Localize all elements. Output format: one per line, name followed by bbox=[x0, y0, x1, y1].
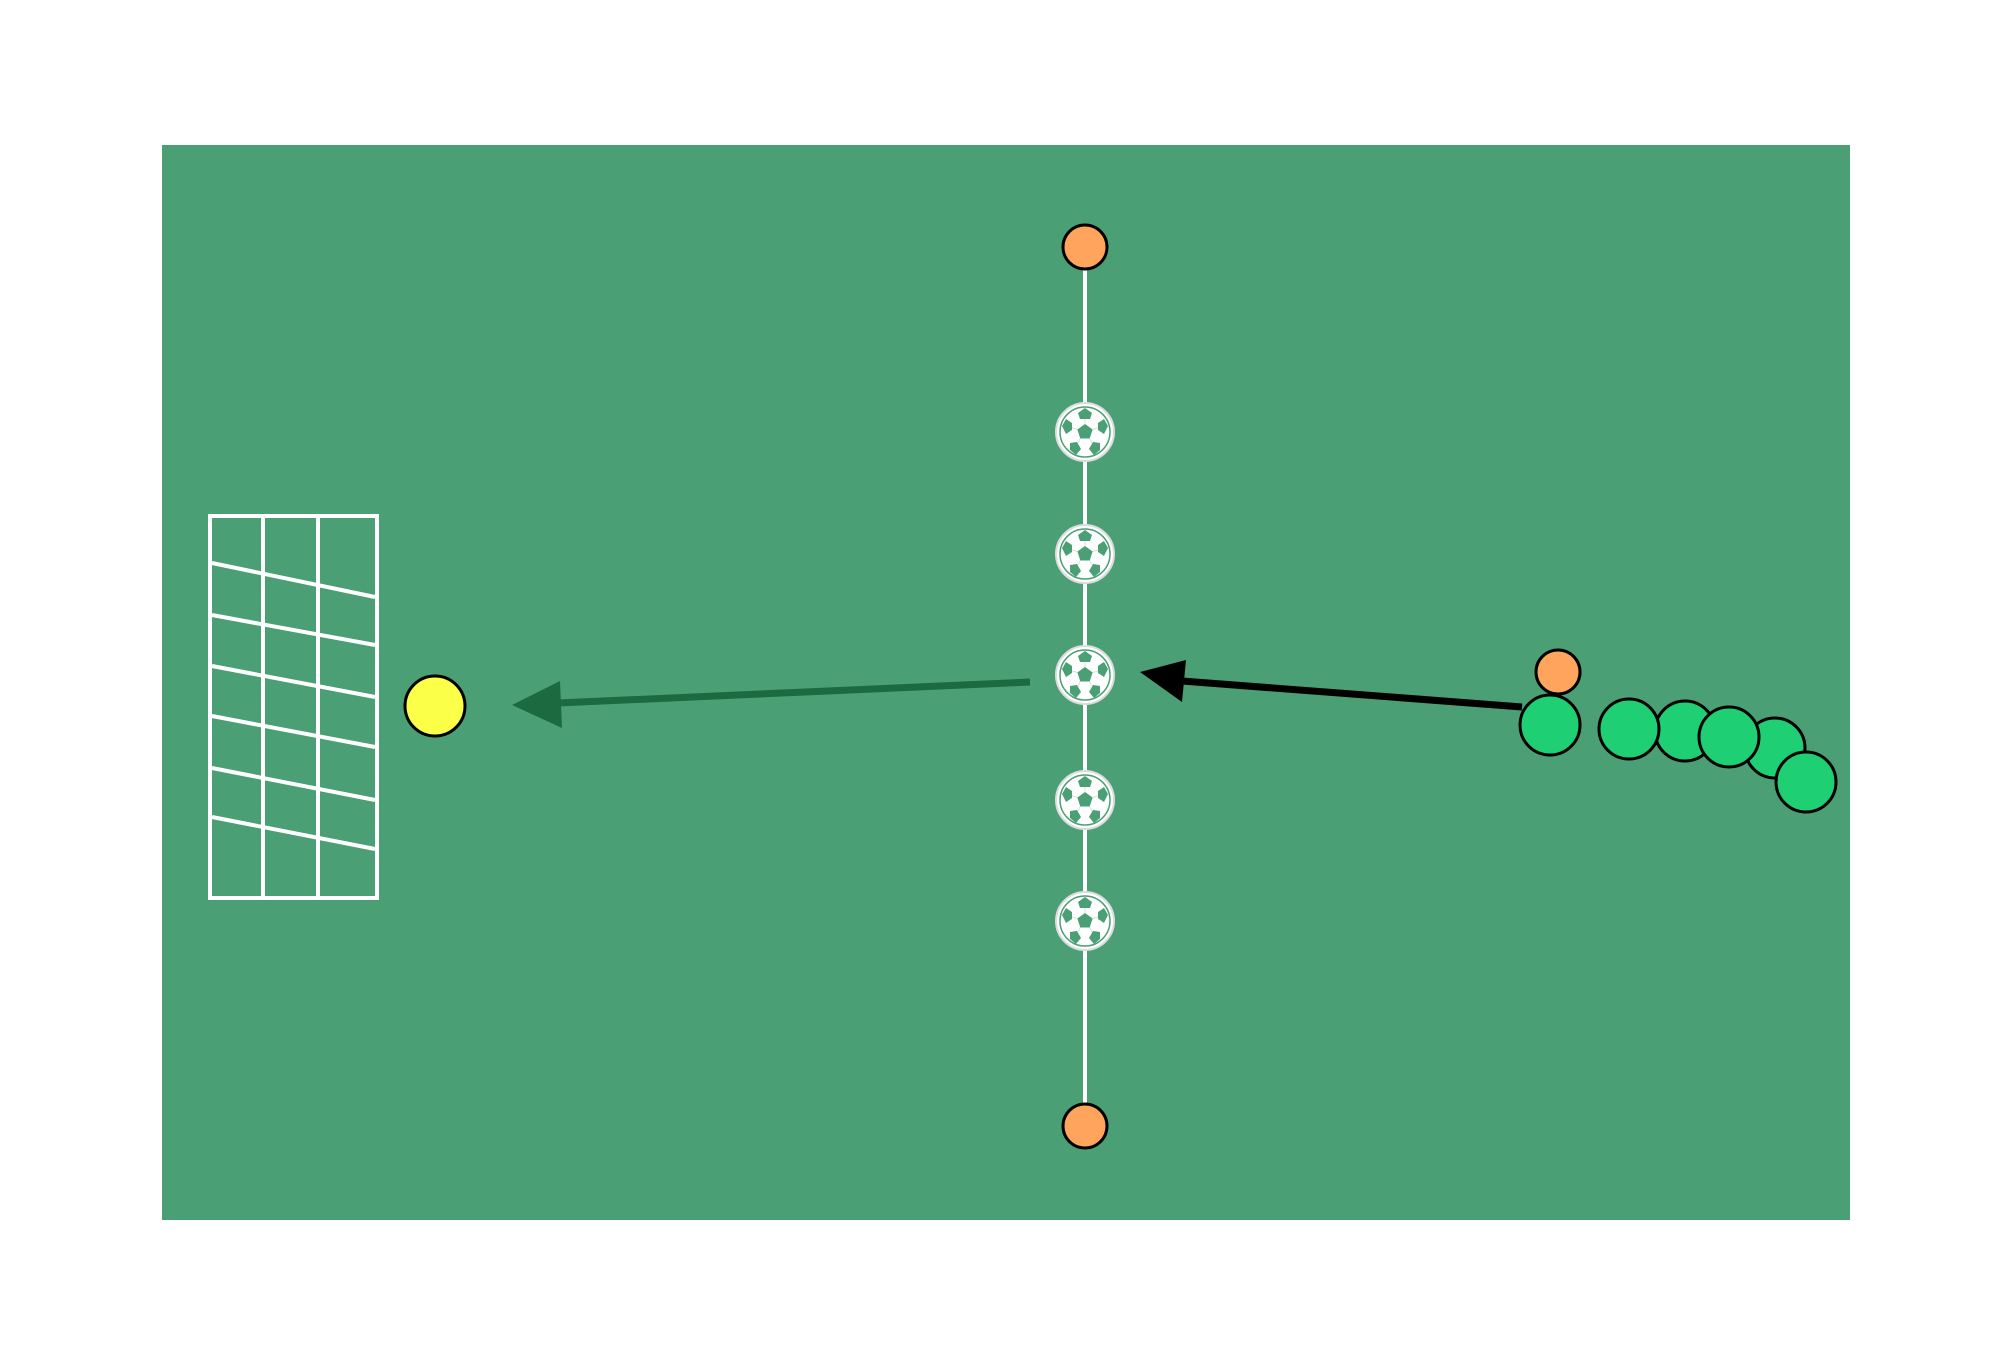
cone bbox=[1061, 1102, 1109, 1150]
player bbox=[1597, 697, 1661, 761]
cone bbox=[1061, 223, 1109, 271]
goal-net bbox=[208, 514, 379, 900]
player bbox=[1697, 705, 1761, 769]
cone bbox=[1534, 648, 1582, 696]
soccer-ball-icon bbox=[1055, 770, 1115, 830]
soccer-ball-icon bbox=[1055, 524, 1115, 584]
soccer-ball-icon bbox=[1055, 645, 1115, 705]
player bbox=[1518, 693, 1582, 757]
player bbox=[1774, 750, 1838, 814]
dribble-arrow bbox=[1140, 660, 1523, 711]
soccer-ball-icon bbox=[1055, 402, 1115, 462]
soccer-ball-icon bbox=[1055, 891, 1115, 951]
goalkeeper bbox=[403, 674, 467, 738]
shot-arrow bbox=[512, 678, 1031, 728]
